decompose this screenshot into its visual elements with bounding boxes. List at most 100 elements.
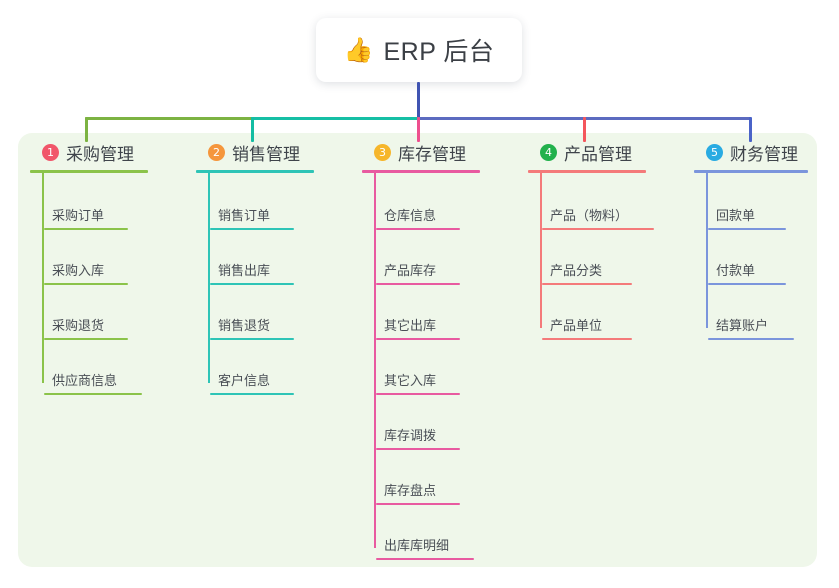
leaf-item-underline <box>708 228 786 230</box>
branch-underline <box>528 170 646 173</box>
root-node[interactable]: 👍 ERP 后台 <box>316 18 522 82</box>
branch-underline <box>196 170 314 173</box>
branch-spine <box>374 172 376 548</box>
branch-column-2: 2 销售管理销售订单销售出库销售退货客户信息 <box>196 140 314 395</box>
leaf-item-underline <box>376 283 460 285</box>
branch-number-badge: 1 <box>42 143 59 161</box>
branch-stub-3 <box>417 117 420 142</box>
leaf-item[interactable]: 产品（物料） <box>528 196 668 230</box>
branch-item-list: 产品（物料） 产品分类产品单位 <box>528 172 668 340</box>
leaf-item[interactable]: 采购退货 <box>30 306 170 340</box>
branch-number-badge: 4 <box>540 143 557 161</box>
leaf-item-label: 其它出库 <box>384 318 437 333</box>
leaf-item[interactable]: 产品分类 <box>528 251 668 285</box>
branch-spine <box>42 172 44 383</box>
leaf-item-underline <box>376 448 460 450</box>
leaf-item-underline <box>542 228 654 230</box>
leaf-item[interactable]: 回款单 <box>694 196 834 230</box>
leaf-item-underline <box>210 338 294 340</box>
leaf-item-label: 采购订单 <box>52 208 105 223</box>
root-stem <box>417 82 420 120</box>
branch-stub-5 <box>749 117 752 142</box>
leaf-item-underline <box>708 283 786 285</box>
branch-title: 产品管理 <box>564 144 632 164</box>
branch-header-1[interactable]: 1 采购管理 <box>30 140 134 164</box>
leaf-item-underline <box>376 338 460 340</box>
leaf-item-label: 客户信息 <box>218 373 271 388</box>
bus-segment-1 <box>85 117 253 120</box>
leaf-item-label: 产品单位 <box>550 318 603 333</box>
branch-title: 库存管理 <box>398 144 466 164</box>
leaf-item[interactable]: 销售出库 <box>196 251 336 285</box>
leaf-item[interactable]: 出库库明细 <box>362 526 502 560</box>
thumbs-up-icon: 👍 <box>343 36 374 64</box>
branch-column-4: 4 产品管理产品（物料） 产品分类产品单位 <box>528 140 654 340</box>
leaf-item-label: 销售退货 <box>218 318 271 333</box>
leaf-item[interactable]: 采购入库 <box>30 251 170 285</box>
leaf-item-underline <box>376 503 460 505</box>
leaf-item-underline <box>44 393 142 395</box>
branch-item-list: 销售订单销售出库销售退货客户信息 <box>196 172 336 395</box>
branch-underline <box>362 170 480 173</box>
leaf-item-underline <box>376 558 474 560</box>
branch-underline <box>694 170 808 173</box>
diagram-panel <box>18 133 817 567</box>
leaf-item[interactable]: 产品单位 <box>528 306 668 340</box>
leaf-item-underline <box>542 338 632 340</box>
branch-stub-4 <box>583 117 586 142</box>
branch-header-5[interactable]: 5 财务管理 <box>694 140 798 164</box>
branch-title: 财务管理 <box>730 144 798 164</box>
branch-spine <box>706 172 708 328</box>
branch-header-2[interactable]: 2 销售管理 <box>196 140 300 164</box>
branch-underline <box>30 170 148 173</box>
bus-segment-2 <box>251 117 419 120</box>
branch-title: 采购管理 <box>66 144 134 164</box>
leaf-item-underline <box>708 338 794 340</box>
leaf-item-label: 采购入库 <box>52 263 105 278</box>
leaf-item[interactable]: 结算账户 <box>694 306 834 340</box>
leaf-item-label: 产品分类 <box>550 263 603 278</box>
leaf-item[interactable]: 其它出库 <box>362 306 502 340</box>
branch-item-list: 采购订单采购入库采购退货供应商信息 <box>30 172 170 395</box>
leaf-item[interactable]: 采购订单 <box>30 196 170 230</box>
leaf-item-underline <box>376 393 460 395</box>
leaf-item[interactable]: 其它入库 <box>362 361 502 395</box>
leaf-item-label: 销售出库 <box>218 263 271 278</box>
leaf-item[interactable]: 客户信息 <box>196 361 336 395</box>
leaf-item-label: 产品（物料） <box>550 208 629 223</box>
branch-spine <box>208 172 210 383</box>
branch-item-list: 回款单付款单结算账户 <box>694 172 834 340</box>
branch-stub-1 <box>85 117 88 142</box>
leaf-item-underline <box>542 283 632 285</box>
root-title: ERP 后台 <box>383 38 495 66</box>
leaf-item-underline <box>376 228 460 230</box>
leaf-item[interactable]: 产品库存 <box>362 251 502 285</box>
leaf-item-label: 回款单 <box>716 208 756 223</box>
branch-number-badge: 2 <box>208 143 225 161</box>
leaf-item-label: 出库库明细 <box>384 538 450 553</box>
leaf-item[interactable]: 仓库信息 <box>362 196 502 230</box>
leaf-item[interactable]: 库存盘点 <box>362 471 502 505</box>
leaf-item-label: 库存调拨 <box>384 428 437 443</box>
leaf-item-label: 付款单 <box>716 263 756 278</box>
leaf-item-label: 采购退货 <box>52 318 105 333</box>
leaf-item-label: 销售订单 <box>218 208 271 223</box>
leaf-item-label: 其它入库 <box>384 373 437 388</box>
branch-title: 销售管理 <box>232 144 300 164</box>
leaf-item[interactable]: 库存调拨 <box>362 416 502 450</box>
leaf-item[interactable]: 销售退货 <box>196 306 336 340</box>
leaf-item[interactable]: 供应商信息 <box>30 361 170 395</box>
leaf-item-label: 库存盘点 <box>384 483 437 498</box>
leaf-item-label: 仓库信息 <box>384 208 437 223</box>
leaf-item-label: 产品库存 <box>384 263 437 278</box>
branch-number-badge: 5 <box>706 143 723 161</box>
leaf-item[interactable]: 销售订单 <box>196 196 336 230</box>
leaf-item[interactable]: 付款单 <box>694 251 834 285</box>
branch-stub-2 <box>251 117 254 142</box>
leaf-item-underline <box>44 338 128 340</box>
branch-header-4[interactable]: 4 产品管理 <box>528 140 632 164</box>
leaf-item-label: 供应商信息 <box>52 373 118 388</box>
